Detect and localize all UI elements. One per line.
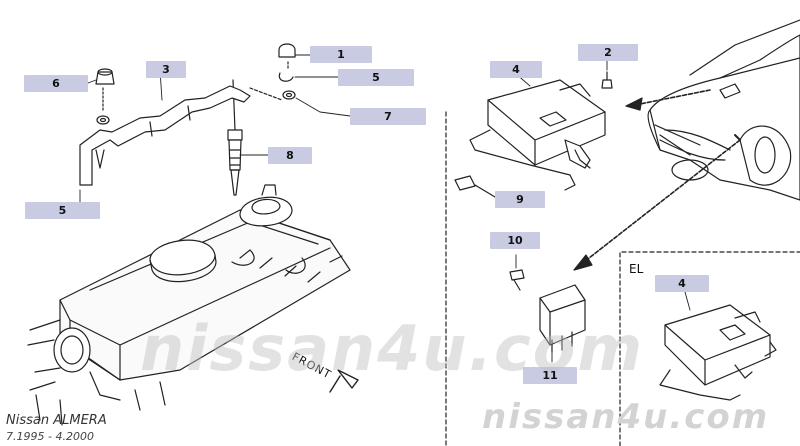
nut-left-drawing (95, 68, 115, 125)
car-drawing (647, 19, 800, 201)
connector-drawing (454, 175, 496, 198)
callout-4-el[interactable]: 4 (655, 275, 709, 292)
callout-6[interactable]: 6 (24, 75, 88, 92)
model-years: 7.1995 - 4.2000 (6, 430, 94, 443)
nut-right-drawing (249, 43, 296, 101)
bus-bar-drawing (79, 85, 251, 186)
relay-drawing (509, 254, 586, 363)
callout-7[interactable]: 7 (350, 108, 426, 125)
callout-3[interactable]: 3 (146, 61, 186, 78)
callout-4[interactable]: 4 (490, 61, 542, 78)
model-name: Nissan ALMERA (6, 413, 107, 428)
watermark-bottom: nissan4u.com (482, 397, 770, 437)
callout-8[interactable]: 8 (268, 147, 312, 164)
control-unit-el-drawing (659, 304, 777, 401)
callout-2[interactable]: 2 (578, 44, 638, 61)
callout-10[interactable]: 10 (490, 232, 540, 249)
variant-label: EL (629, 262, 644, 276)
callout-1[interactable]: 1 (310, 46, 372, 63)
rocker-cover-drawing (27, 184, 351, 426)
watermark-center: nissan4u.com (140, 312, 644, 385)
callout-11[interactable]: 11 (523, 367, 577, 384)
callout-9[interactable]: 9 (495, 191, 545, 208)
control-unit-drawing (469, 79, 606, 191)
callout-5-bottom[interactable]: 5 (25, 202, 100, 219)
variant-box-border (619, 251, 800, 446)
callout-5-top[interactable]: 5 (338, 69, 414, 86)
location-arrows (573, 89, 741, 271)
clip-drawing (601, 71, 613, 89)
front-arrow (329, 369, 359, 393)
